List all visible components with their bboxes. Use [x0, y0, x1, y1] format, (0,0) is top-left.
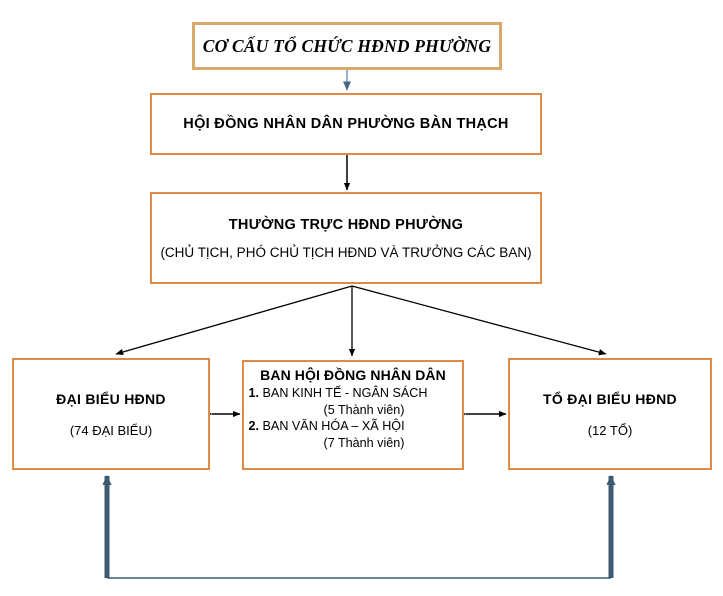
committee-item-1: 1. BAN KINH TẾ - NGÂN SÁCH — [240, 385, 467, 402]
node-delegate-groups: TỔ ĐẠI BIỂU HĐND (12 TỔ) — [508, 358, 712, 470]
committee-item-2-number: 2. — [248, 419, 260, 434]
node-chart-title: CƠ CẤU TỔ CHỨC HĐND PHƯỜNG — [192, 22, 502, 70]
chart-title-text: CƠ CẤU TỔ CHỨC HĐND PHƯỜNG — [202, 35, 492, 56]
committee-item-1-number: 1. — [248, 386, 260, 400]
committee-item-2-members: (7 Thành viên) — [323, 435, 405, 450]
committees-label: BAN HỘI ĐỒNG NHÂN DÂN — [260, 367, 446, 383]
node-delegates: ĐẠI BIỂU HĐND (74 ĐẠI BIỂU) — [12, 358, 210, 470]
committee-item-2-name: BAN VĂN HÓA – XÃ HỘI — [262, 419, 405, 434]
connector-standing-to-delegates — [115, 285, 353, 356]
committee-item-2: 2. BAN VĂN HÓA – XÃ HỘI — [240, 418, 467, 435]
node-standing-committee: THƯỜNG TRỰC HĐND PHƯỜNG (CHỦ TỊCH, PHÓ C… — [150, 192, 542, 284]
delegate-groups-label: TỔ ĐẠI BIỂU HĐND — [543, 390, 677, 407]
committee-item-1-members: (5 Thành viên) — [323, 402, 405, 417]
delegate-groups-count: (12 TỔ) — [587, 422, 633, 438]
delegates-count: (74 ĐẠI BIỂU) — [69, 422, 153, 438]
node-committees: BAN HỘI ĐỒNG NHÂN DÂN 1. BAN KINH TẾ - N… — [242, 360, 464, 470]
peoples-council-label: HỘI ĐỒNG NHÂN DÂN PHƯỜNG BÀN THẠCH — [183, 116, 509, 132]
delegates-label: ĐẠI BIỂU HĐND — [56, 390, 166, 407]
connector-standing-to-groups — [351, 285, 607, 356]
committee-item-1-name: BAN KINH TẾ - NGÂN SÁCH — [262, 386, 428, 400]
node-peoples-council: HỘI ĐỒNG NHÂN DÂN PHƯỜNG BÀN THẠCH — [150, 93, 542, 155]
standing-committee-label: THƯỜNG TRỰC HĐND PHƯỜNG — [228, 216, 464, 233]
standing-committee-sublabel: (CHỦ TỊCH, PHÓ CHỦ TỊCH HĐND VÀ TRƯỞNG C… — [160, 244, 532, 260]
